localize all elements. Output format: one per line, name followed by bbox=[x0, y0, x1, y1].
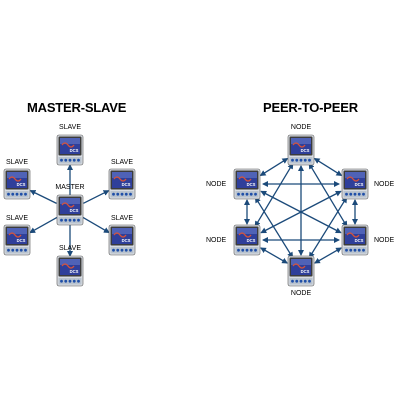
node-label-lower-right: NODE bbox=[374, 237, 395, 244]
peer-link-2 bbox=[254, 162, 294, 228]
master-slave-title: MASTER-SLAVE bbox=[27, 100, 127, 115]
peer-link-14 bbox=[314, 247, 342, 264]
peer-link-0 bbox=[259, 157, 289, 177]
node-device-upper-right: DCS bbox=[341, 168, 369, 200]
peer-link-1 bbox=[313, 157, 343, 177]
svg-text:DCS: DCS bbox=[301, 148, 310, 153]
slave-label-upper-left: SLAVE bbox=[5, 159, 29, 166]
svg-text:DCS: DCS bbox=[70, 148, 79, 153]
master-slave-link-2 bbox=[83, 190, 110, 204]
device-icons: DCS DCS DCS DCS DCS DCS DCS DCS DCS DCS DCS DCS DCS bbox=[3, 134, 369, 287]
node-label-upper-right: NODE bbox=[374, 181, 395, 188]
connection-links bbox=[29, 157, 358, 264]
svg-text:DCS: DCS bbox=[355, 238, 364, 243]
slave-device-upper-right: DCS bbox=[108, 168, 136, 200]
slave-device-bottom: DCS bbox=[56, 255, 84, 287]
node-device-lower-right: DCS bbox=[341, 224, 369, 256]
svg-text:DCS: DCS bbox=[247, 182, 256, 187]
svg-text:DCS: DCS bbox=[70, 269, 79, 274]
slave-device-upper-left: DCS bbox=[3, 168, 31, 200]
node-label-top: NODE bbox=[290, 124, 312, 131]
master-slave-link-3 bbox=[29, 216, 58, 234]
svg-text:DCS: DCS bbox=[247, 238, 256, 243]
svg-text:DCS: DCS bbox=[17, 182, 26, 187]
node-label-bottom: NODE bbox=[290, 290, 312, 297]
node-label-lower-left: NODE bbox=[206, 237, 227, 244]
svg-text:DCS: DCS bbox=[355, 182, 364, 187]
svg-text:DCS: DCS bbox=[301, 269, 310, 274]
slave-label-top: SLAVE bbox=[58, 124, 82, 131]
peer-link-3 bbox=[308, 162, 348, 228]
master-device: DCS bbox=[56, 194, 84, 226]
slave-label-bottom: SLAVE bbox=[58, 245, 82, 252]
svg-text:DCS: DCS bbox=[122, 182, 131, 187]
slave-label-lower-right: SLAVE bbox=[110, 215, 134, 222]
svg-text:DCS: DCS bbox=[70, 208, 79, 213]
slave-device-lower-left: DCS bbox=[3, 224, 31, 256]
node-device-lower-left: DCS bbox=[233, 224, 261, 256]
peer-to-peer-title: PEER-TO-PEER bbox=[263, 100, 358, 115]
node-device-upper-left: DCS bbox=[233, 168, 261, 200]
master-slave-link-4 bbox=[82, 216, 110, 234]
node-device-top: DCS bbox=[287, 134, 315, 166]
peer-link-13 bbox=[260, 247, 288, 264]
slave-label-lower-left: SLAVE bbox=[5, 215, 29, 222]
node-device-bottom: DCS bbox=[287, 255, 315, 287]
slave-device-top: DCS bbox=[56, 134, 84, 166]
slave-label-upper-right: SLAVE bbox=[110, 159, 134, 166]
master-label: MASTER bbox=[55, 184, 85, 191]
slave-device-lower-right: DCS bbox=[108, 224, 136, 256]
peer-link-11 bbox=[308, 196, 348, 259]
svg-text:DCS: DCS bbox=[122, 238, 131, 243]
node-label-upper-left: NODE bbox=[206, 181, 227, 188]
master-slave-link-1 bbox=[29, 190, 57, 204]
svg-text:DCS: DCS bbox=[17, 238, 26, 243]
